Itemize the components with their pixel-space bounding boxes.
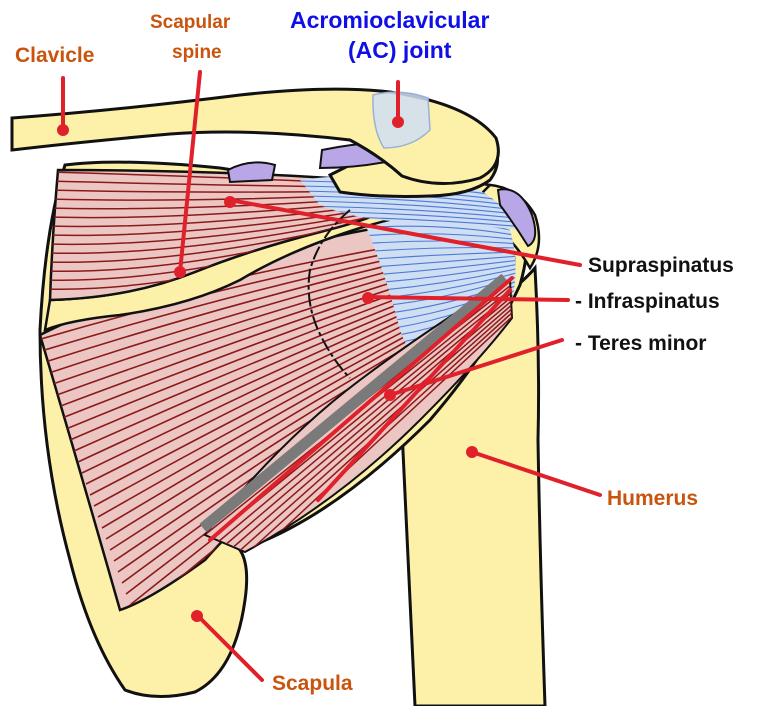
label-clavicle: Clavicle xyxy=(15,44,94,67)
label-supraspinatus: Supraspinatus xyxy=(588,254,734,277)
supraspinatus-dot-icon xyxy=(224,196,236,208)
teres-minor-dot-icon xyxy=(384,389,396,401)
infraspinatus-dot-icon xyxy=(362,292,374,304)
label-scapula: Scapula xyxy=(272,672,353,695)
label-scapular-spine-1: Scapular xyxy=(150,12,231,33)
label-ac-joint-1: Acromioclavicular xyxy=(290,7,489,33)
humerus-dot-icon xyxy=(466,446,478,458)
label-ac-joint-2: (AC) joint xyxy=(348,37,452,63)
coracoid-tip xyxy=(228,162,275,182)
clavicle-dot-icon xyxy=(57,124,69,136)
scapular-spine-dot-icon xyxy=(174,266,186,278)
ac-joint-dot-icon xyxy=(392,116,404,128)
scapula-dot-icon xyxy=(191,610,203,622)
label-teres-minor: - Teres minor xyxy=(575,332,706,355)
label-humerus: Humerus xyxy=(607,487,698,510)
label-scapular-spine-2: spine xyxy=(172,42,222,63)
label-infraspinatus: - Infraspinatus xyxy=(575,290,720,313)
